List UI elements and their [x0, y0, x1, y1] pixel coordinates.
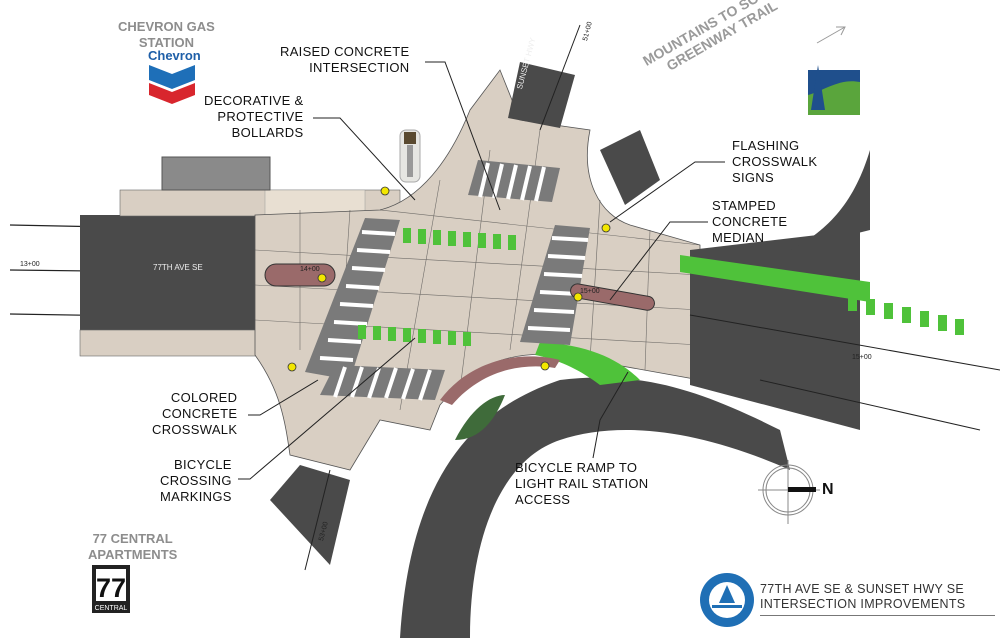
title-block: 77TH AVE SE & SUNSET HWY SE INTERSECTION… [760, 582, 995, 616]
bicycle-ramp [535, 342, 640, 385]
77-central-logo: 77 CENTRAL [92, 565, 130, 613]
chevron-logo-text: Chevron [148, 48, 201, 63]
stamped-concrete-median-west [264, 263, 336, 287]
north-label: N [822, 481, 834, 498]
crosswalk-south [320, 365, 445, 401]
station-label: 15+00 [580, 288, 600, 295]
centerline [689, 314, 1000, 371]
station-label: 14+00 [300, 266, 320, 273]
sunset-hwy-south-roadway [270, 465, 350, 565]
light-rail-access-road [400, 377, 790, 638]
chevron-title: CHEVRON GAS STATION [118, 19, 215, 50]
road-label-77th-ave: 77TH AVE SE [153, 263, 203, 272]
station-label: 13+00 [20, 261, 40, 268]
callout-stamped-median: STAMPED CONCRETE MEDIAN [712, 198, 788, 245]
road-edge-line [759, 379, 981, 431]
centerline [304, 469, 331, 571]
callout-bollards: DECORATIVE & PROTECTIVE BOLLARDS [204, 93, 304, 140]
callout-colored-crosswalk: COLORED CONCRETE CROSSWALK [152, 390, 238, 437]
callout-flashing-signs: FLASHING CROSSWALK SIGNS [732, 138, 818, 185]
green-bike-lane [680, 255, 870, 302]
svg-text:CENTRAL: CENTRAL [95, 605, 128, 612]
title-line-1: 77TH AVE SE & SUNSET HWY SE [760, 582, 964, 596]
crosswalk-west [305, 218, 400, 380]
greenway-logo [808, 65, 860, 115]
chevron-logo [149, 65, 195, 104]
sidewalk [79, 329, 261, 357]
callout-bicycle-crossing: BICYCLE CROSSING MARKINGS [160, 457, 232, 504]
chevron-building [161, 156, 271, 191]
centerline [539, 24, 581, 131]
crosswalk-north [468, 160, 560, 202]
north-arrow-icon [758, 460, 820, 524]
trail-arrow-head [836, 26, 846, 36]
77th-ave-west-roadway [80, 215, 255, 330]
crosswalk-east [520, 225, 590, 345]
callout-leader-lines [238, 61, 725, 480]
bicycle-crossing-markings [358, 228, 964, 346]
driveway [600, 130, 660, 205]
station-label: 15+00 [852, 354, 872, 361]
colored-concrete-curb [440, 356, 560, 405]
title-line-2: INTERSECTION IMPROVEMENTS [760, 597, 966, 611]
sunset-hwy-north-roadway [508, 62, 575, 128]
trail-arrow-icon [816, 26, 846, 44]
landscape-island [455, 395, 505, 440]
callout-bicycle-ramp: BICYCLE RAMP TO LIGHT RAIL STATION ACCES… [515, 460, 649, 507]
city-seal-logo [700, 573, 754, 627]
roadway-shoulder [790, 150, 870, 250]
bollard-icon [399, 129, 421, 183]
flashing-crosswalk-sign-icons [287, 186, 611, 372]
apartments-title: 77 CENTRAL APARTMENTS [88, 531, 178, 562]
callout-raised-intersection: RAISED CONCRETE INTERSECTION [280, 44, 410, 75]
svg-text:77: 77 [96, 573, 126, 603]
